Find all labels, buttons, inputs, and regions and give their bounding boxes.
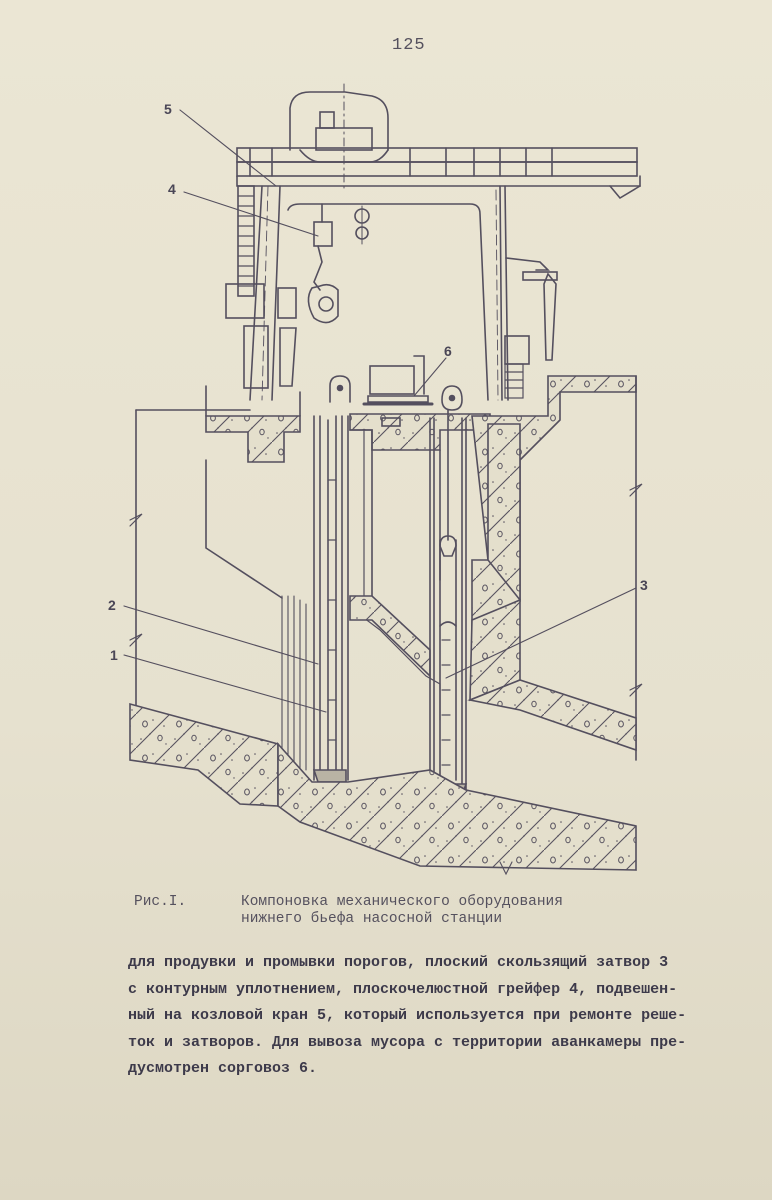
label-4: 4 bbox=[168, 181, 176, 197]
leader-5 bbox=[179, 109, 277, 187]
figure-label: Рис.I. bbox=[134, 894, 187, 910]
page-number: 125 bbox=[392, 36, 426, 55]
body-line: дусмотрен сорговоз 6. bbox=[128, 1060, 318, 1077]
drawing-svg: 5 4 6 2 1 3 bbox=[108, 83, 648, 876]
portal-inner bbox=[287, 203, 489, 401]
label-3: 3 bbox=[640, 577, 648, 593]
label-5: 5 bbox=[164, 101, 172, 117]
label-2: 2 bbox=[108, 597, 116, 613]
body-line: с контурным уплотнением, плоскочелюстной… bbox=[128, 980, 678, 998]
leader-3 bbox=[445, 587, 637, 679]
body-line: ток и затворов. Для вывоза мусора с терр… bbox=[128, 1033, 687, 1051]
label-1: 1 bbox=[110, 647, 118, 663]
leader-2 bbox=[123, 605, 319, 665]
grapple-jaws bbox=[307, 283, 339, 324]
leader-6 bbox=[413, 357, 447, 397]
figure-title: Компоновка механического оборудования ни… bbox=[241, 894, 671, 928]
figure-title-line-1: Компоновка механического оборудования bbox=[241, 894, 563, 910]
body-line: ный на козловой кран 5, который использу… bbox=[128, 1007, 687, 1024]
technical-drawing-figure: 5 4 6 2 1 3 bbox=[100, 80, 660, 880]
leader-1 bbox=[123, 654, 327, 713]
leader-4 bbox=[183, 191, 319, 237]
figure-title-line-2: нижнего бьефа насосной станции bbox=[241, 911, 503, 927]
crane-cabin bbox=[289, 91, 389, 151]
label-6: 6 bbox=[444, 343, 452, 359]
body-line: для продувки и промывки порогов, плоский… bbox=[128, 954, 669, 971]
body-paragraph: для продувки и промывки порогов, плоский… bbox=[128, 950, 728, 1083]
